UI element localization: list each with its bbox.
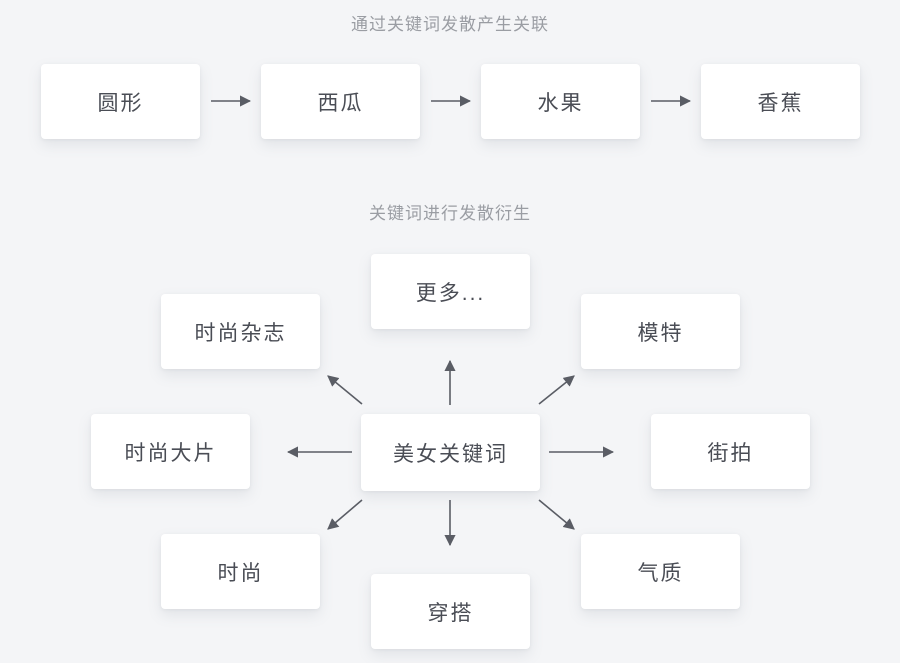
chain-node-banana[interactable]: 香蕉 xyxy=(701,64,860,139)
radial-node-fashion-magazine[interactable]: 时尚杂志 xyxy=(161,294,320,369)
radial-arrow-down-right xyxy=(538,499,575,530)
radial-arrow-up-left xyxy=(327,375,363,405)
chain-node-fruit[interactable]: 水果 xyxy=(481,64,640,139)
radial-node-fashion-editorial[interactable]: 时尚大片 xyxy=(91,414,250,489)
radial-center-node[interactable]: 美女关键词 xyxy=(361,414,540,491)
radial-arrow-up-right xyxy=(538,375,575,405)
radial-section-title: 关键词进行发散衍生 xyxy=(369,204,531,223)
radial-node-fashion[interactable]: 时尚 xyxy=(161,534,320,609)
radial-node-street-snap[interactable]: 街拍 xyxy=(651,414,810,489)
chain-section-title: 通过关键词发散产生关联 xyxy=(351,15,549,34)
chain-node-circle[interactable]: 圆形 xyxy=(41,64,200,139)
radial-node-temperament[interactable]: 气质 xyxy=(581,534,740,609)
chain-node-watermelon[interactable]: 西瓜 xyxy=(261,64,420,139)
radial-node-model[interactable]: 模特 xyxy=(581,294,740,369)
radial-arrow-down-left xyxy=(327,499,363,530)
radial-node-outfit[interactable]: 穿搭 xyxy=(371,574,530,649)
radial-node-more[interactable]: 更多... xyxy=(371,254,530,329)
